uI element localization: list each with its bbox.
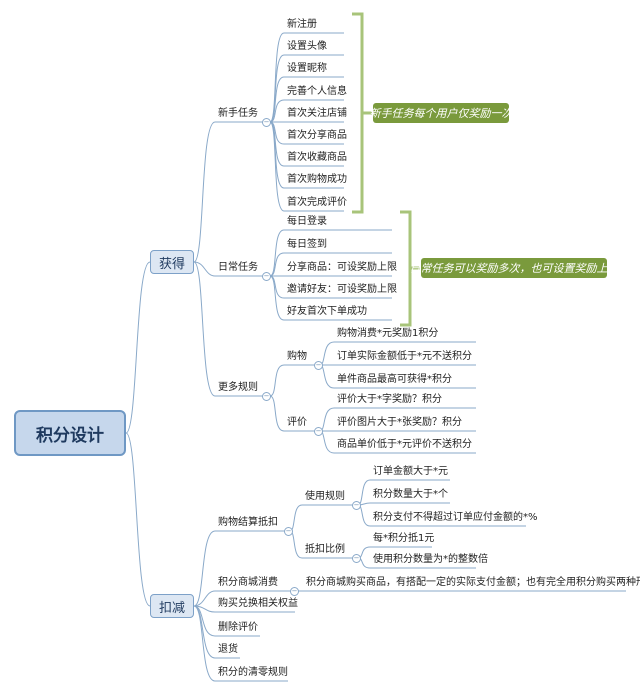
collapse-toggle-icon[interactable]: − (262, 118, 271, 127)
list-item[interactable]: 订单实际金额低于*元不送积分 (337, 351, 472, 362)
collapse-toggle-icon[interactable]: − (290, 587, 299, 596)
branch-huode[interactable]: 获得 (150, 250, 194, 274)
node-jiesuan[interactable]: 购物结算抵扣 (218, 517, 278, 528)
node-pingjia[interactable]: 评价 (287, 417, 307, 428)
node-gouwu[interactable]: 购物 (287, 351, 307, 362)
node-xinshou[interactable]: 新手任务 (218, 108, 258, 119)
list-item[interactable]: 每*积分抵1元 (373, 533, 435, 544)
list-item[interactable]: 删除评价 (218, 622, 258, 633)
list-item[interactable]: 分享商品：可设奖励上限 (287, 262, 397, 273)
connector-root-koujian (125, 432, 151, 607)
list-item[interactable]: 设置头像 (287, 41, 327, 52)
list-item[interactable]: 完善个人信息 (287, 86, 347, 97)
collapse-toggle-icon[interactable]: − (314, 427, 323, 436)
list-item[interactable]: 首次收藏商品 (287, 152, 347, 163)
list-item[interactable]: 单件商品最高可获得*积分 (337, 374, 452, 385)
list-item[interactable]: 积分支付不得超过订单应付金额的*% (373, 512, 538, 523)
node-shangcheng-desc[interactable]: 积分商城购买商品，有搭配一定的实际支付金额；也有完全用积分购买两种形式 (306, 577, 640, 588)
collapse-toggle-icon[interactable]: − (352, 501, 361, 510)
collapse-toggle-icon[interactable]: − (262, 272, 271, 281)
note-xinshou: 新手任务每个用户仅奖励一次 (370, 103, 513, 123)
list-item[interactable]: 设置昵称 (287, 63, 327, 74)
list-item[interactable]: 使用积分数量为*的整数倍 (373, 554, 488, 565)
list-item[interactable]: 首次完成评价 (287, 197, 347, 208)
list-item[interactable]: 积分的清零规则 (218, 667, 288, 678)
list-item[interactable]: 评价大于*字奖励？积分 (337, 394, 442, 405)
node-gengduo[interactable]: 更多规则 (218, 382, 258, 393)
list-item[interactable]: 购物消费*元奖励1积分 (337, 328, 439, 339)
list-item[interactable]: 积分数量大于*个 (373, 489, 448, 500)
branch-koujian[interactable]: 扣减 (150, 594, 194, 618)
collapse-toggle-icon[interactable]: − (284, 527, 293, 536)
connector-huode-xinshou (193, 121, 216, 263)
list-item[interactable]: 好友首次下单成功 (287, 306, 367, 317)
list-item[interactable]: 首次购物成功 (287, 174, 347, 185)
list-item[interactable]: 每日登录 (287, 216, 327, 227)
list-item[interactable]: 退货 (218, 644, 238, 655)
list-item[interactable]: 评价图片大于*张奖励？积分 (337, 417, 462, 428)
list-item[interactable]: 每日签到 (287, 239, 327, 250)
list-item[interactable]: 购买兑换相关权益 (218, 598, 298, 609)
collapse-toggle-icon[interactable]: − (352, 554, 361, 563)
connector-root-huode (125, 261, 151, 434)
bracket-richang (400, 210, 420, 327)
bracket-xinshou (352, 12, 372, 214)
node-bili[interactable]: 抵扣比例 (305, 544, 345, 555)
list-item[interactable]: 订单金额大于*元 (373, 466, 448, 477)
list-item[interactable]: 首次分享商品 (287, 130, 347, 141)
node-richang[interactable]: 日常任务 (218, 262, 258, 273)
node-shangcheng[interactable]: 积分商城消费 (218, 577, 278, 588)
connector-huode-gengduo (193, 261, 216, 397)
note-richang: 日常任务可以奖励多次，也可设置奖励上限 (410, 258, 619, 278)
list-item[interactable]: 首次关注店铺 (287, 108, 347, 119)
collapse-toggle-icon[interactable]: − (262, 392, 271, 401)
root-node[interactable]: 积分设计 (14, 410, 126, 456)
list-item[interactable]: 新注册 (287, 19, 317, 30)
list-item[interactable]: 商品单价低于*元评价不送积分 (337, 439, 472, 450)
collapse-toggle-icon[interactable]: − (314, 361, 323, 370)
connector-huode-richang (193, 261, 216, 277)
list-item[interactable]: 邀请好友：可设奖励上限 (287, 284, 397, 295)
node-shiyong[interactable]: 使用规则 (305, 491, 345, 502)
